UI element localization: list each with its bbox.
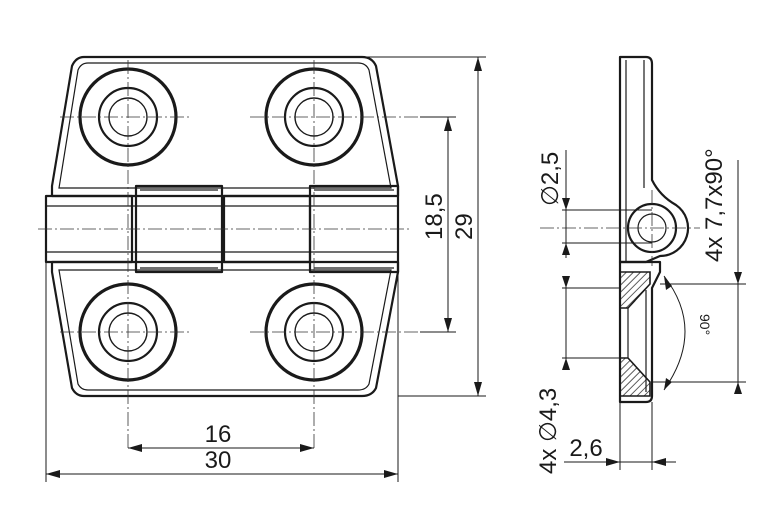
- side-view: ∅2,5 4x ∅4,3 4x 7,7x90° 90°: [535, 55, 746, 474]
- dimension-overall-height: 29: [451, 57, 482, 396]
- side-lower-leaf: [618, 260, 662, 404]
- dimension-overall-width: 30: [45, 262, 399, 482]
- dim-text-overall-height: 29: [451, 213, 478, 240]
- dim-text-pitch-horizontal: 16: [205, 421, 232, 448]
- dimension-pitch-horizontal: 16: [128, 421, 314, 452]
- dim-text-hole-pitch-vertical: 18,5: [421, 193, 448, 240]
- dimension-pin-diameter: ∅2,5: [537, 150, 652, 258]
- dimension-thickness: 2,6: [564, 402, 676, 470]
- lower-leaf-inner: [58, 269, 392, 391]
- dim-text-overall-width: 30: [205, 447, 232, 474]
- dim-text-countersink: 4x 7,7x90°: [701, 148, 728, 262]
- dim-text-angle: 90°: [697, 314, 713, 335]
- front-view: 18,5 29 16 30: [38, 55, 486, 482]
- upper-leaf-inner: [58, 62, 392, 189]
- dim-text-hole-diameter: 4x ∅4,3: [535, 388, 562, 474]
- dim-text-pin-diameter: ∅2,5: [537, 152, 564, 206]
- dimension-hole-pitch-vertical: 18,5: [421, 117, 452, 332]
- dimension-countersink: 4x 7,7x90°: [652, 148, 746, 394]
- upper-leaf-outline: [50, 55, 400, 198]
- dimension-angle: 90°: [663, 275, 713, 391]
- side-upper-leaf: [618, 55, 690, 264]
- dimension-hole-diameter: 4x ∅4,3: [535, 276, 628, 474]
- lower-leaf-outline: [50, 260, 400, 398]
- countersink-section-upper: [619, 271, 651, 309]
- center-lines: [38, 60, 450, 450]
- dim-text-thickness: 2,6: [569, 435, 602, 462]
